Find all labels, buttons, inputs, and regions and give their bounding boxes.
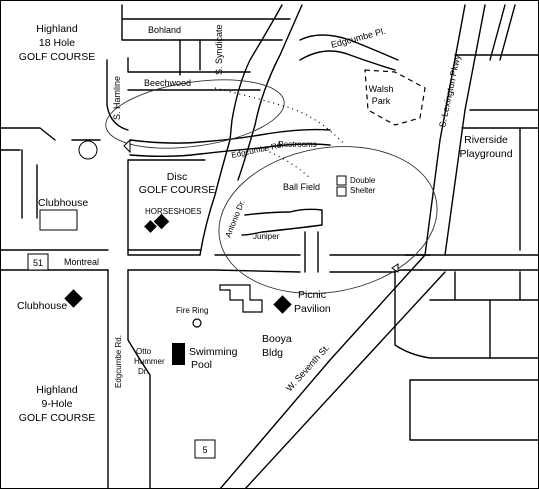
clubhouse-bottom-label: Clubhouse <box>17 300 67 312</box>
golf18-line1: Highland <box>36 23 78 35</box>
highlight-ellipse-upper <box>105 79 285 149</box>
edgcumbe-pl-road <box>299 34 399 71</box>
juniper-connector <box>304 231 319 273</box>
picnic-line2: Pavilion <box>294 303 331 315</box>
trail-lower <box>264 149 311 179</box>
route-5-label: 5 <box>202 445 207 455</box>
golf9-line3: GOLF COURSE <box>19 412 95 424</box>
juniper-label: Juniper <box>253 232 280 241</box>
double-line1: Double <box>350 176 376 185</box>
booya-line1: Booya <box>262 333 292 345</box>
east-streets <box>454 4 539 129</box>
golf9-line1: Highland <box>36 384 78 396</box>
golf-top-road <box>0 127 101 151</box>
syndicate-block <box>179 39 201 76</box>
swim-line1: Swimming <box>189 346 238 358</box>
syndicate-label: S. Syndicate <box>214 24 224 75</box>
edgcumbe-rd-vertical <box>107 269 151 489</box>
disc-line1: Disc <box>167 171 187 183</box>
roads <box>0 4 539 489</box>
swim-line2: Pool <box>191 359 212 371</box>
horseshoes-icon <box>144 213 170 233</box>
highlight-ellipse-lower <box>218 146 438 294</box>
route-51-label: 51 <box>33 258 43 268</box>
route-51-shield <box>27 253 49 271</box>
lexington-label: S. Lexington Pkwy. <box>437 52 463 128</box>
hamline-label: S. Hamline <box>112 76 122 120</box>
clubhouse-bottom-icon <box>64 289 83 308</box>
otto-line3: Dr. <box>138 367 148 376</box>
edgcumbe-rd-vertical-label: Edgcumbe Rd. <box>114 335 123 388</box>
hamline-road <box>106 59 129 131</box>
booya-line2: Bldg <box>262 347 283 359</box>
disc-golf-block <box>127 159 206 256</box>
antonio-label: Antonio Dr. <box>224 199 247 239</box>
horseshoes-label: HORSESHOES <box>145 207 201 216</box>
clubhouse-drive <box>21 149 38 219</box>
double-shelter-a <box>336 175 347 186</box>
walsh-line2: Park <box>372 96 391 106</box>
double-line2: Shelter <box>350 186 376 195</box>
clubhouse-top-label: Clubhouse <box>38 197 88 209</box>
southeast-streets <box>394 271 539 441</box>
ball-field-label: Ball Field <box>283 182 320 192</box>
beechwood-label: Beechwood <box>144 78 191 88</box>
restrooms-label: Restrooms <box>278 140 317 149</box>
walsh-line1: Walsh <box>369 84 394 94</box>
trail-upper <box>214 87 346 146</box>
bohland-label: Bohland <box>148 25 181 35</box>
edgcumbe-rd-label: Edgcumbe Rd. <box>231 140 285 160</box>
otto-line2: Hummer <box>134 357 165 366</box>
edgcumbe-pl-label: Edgcumbe Pl. <box>330 26 387 50</box>
roundabout-icon <box>78 140 98 160</box>
fire-ring-icon <box>192 318 202 328</box>
seventh-st-road <box>219 254 446 489</box>
clubhouse-top-building <box>39 209 78 231</box>
montreal-road <box>0 249 431 273</box>
golf18-line3: GOLF COURSE <box>19 51 95 63</box>
riverside-line1: Riverside <box>464 134 508 146</box>
golf18-line2: 18 Hole <box>39 37 75 49</box>
arrow-edgcumbe <box>123 138 131 154</box>
montreal-label: Montreal <box>64 257 99 267</box>
otto-line1: Otto <box>136 347 152 356</box>
edgcumbe-rd-inner <box>237 4 303 181</box>
disc-line2: GOLF COURSE <box>139 184 215 196</box>
arrow-montreal <box>391 263 399 273</box>
swimming-pool-icon <box>172 343 185 365</box>
fire-ring-label: Fire Ring <box>176 306 208 315</box>
golf9-line2: 9-Hole <box>42 398 73 410</box>
beechwood-road <box>127 57 261 91</box>
walsh-park-outline <box>364 69 426 126</box>
montreal-road-east <box>404 254 539 271</box>
lexington-road <box>424 4 486 256</box>
bohland-road <box>121 4 291 41</box>
edgcumbe-rd-outer <box>199 4 283 256</box>
picnic-line1: Picnic <box>298 289 326 301</box>
picnic-pavilion-icon <box>273 295 292 314</box>
riverside-line2: Playground <box>459 148 512 160</box>
double-shelter-b <box>336 186 347 197</box>
juniper-road <box>241 208 323 236</box>
booya-building <box>219 284 263 313</box>
route-5-shield <box>194 439 216 459</box>
